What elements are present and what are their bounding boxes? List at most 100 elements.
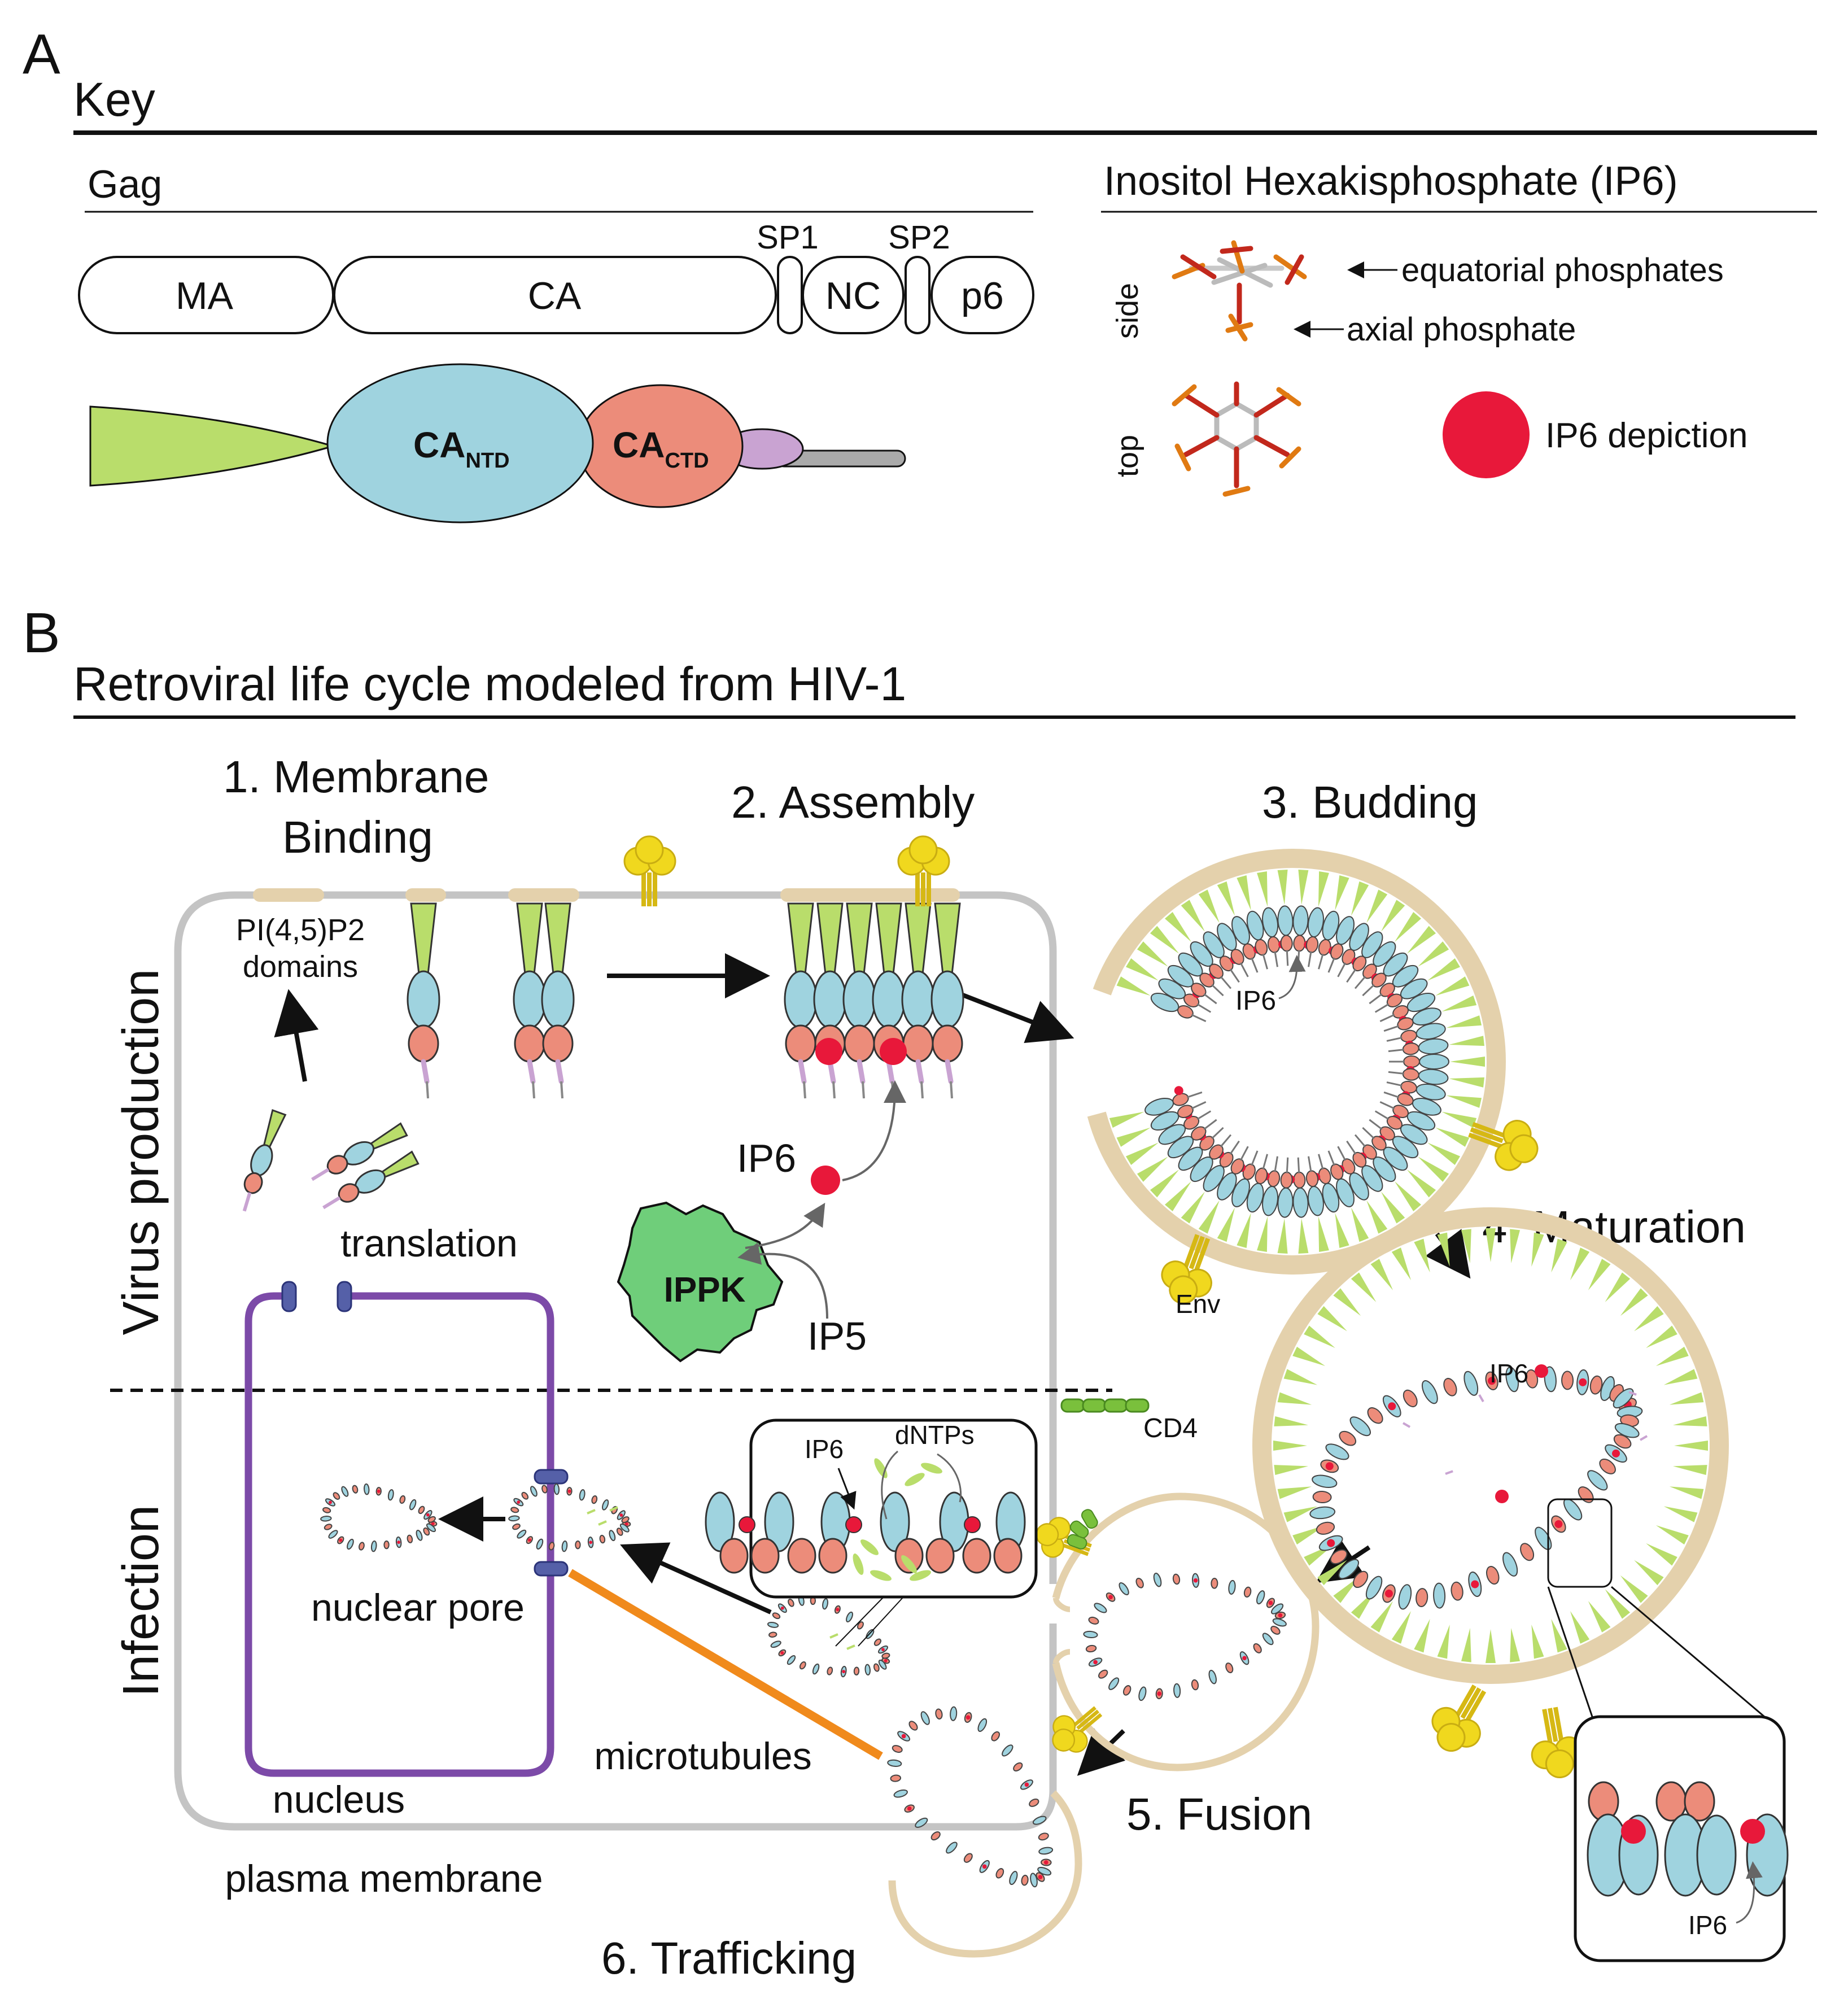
ip6-dot xyxy=(881,1648,885,1652)
ca-ctd-shape xyxy=(1021,1874,1029,1886)
ma-spike xyxy=(1273,1441,1307,1451)
ip6-dot xyxy=(339,1538,343,1542)
ca-ctd-shape xyxy=(514,1024,545,1063)
ca-ntd-shape xyxy=(705,1491,735,1552)
sp1-label: SP1 xyxy=(757,219,819,256)
top-view-label: top xyxy=(1111,435,1144,477)
ca-ntd-shape xyxy=(787,1655,796,1665)
ca-ctd-shape xyxy=(408,1024,439,1063)
ca-ctd-shape xyxy=(1270,1626,1281,1635)
ca-ctd-shape xyxy=(1339,1430,1357,1446)
zoom-connector-2 xyxy=(1611,1586,1765,1718)
ip6-dot xyxy=(589,1540,593,1544)
ca-ctd-shape xyxy=(1402,1042,1419,1055)
dntp xyxy=(870,1570,892,1581)
ca-ctd-shape xyxy=(1305,936,1319,953)
ca-ntd-shape xyxy=(1463,1371,1479,1396)
env-spike xyxy=(1468,1120,1539,1171)
ma-spike xyxy=(1435,976,1470,996)
ca-ctd-label: CACTD xyxy=(613,425,709,473)
sp1-nc-shape xyxy=(1388,1049,1405,1053)
mature-inset-ip6-label: IP6 xyxy=(1688,1910,1727,1940)
ca-ctd-shape xyxy=(512,1523,521,1530)
pip2-label-line2: domains xyxy=(243,950,358,984)
ca-ctd-shape xyxy=(510,1507,519,1513)
ma-spike xyxy=(1406,926,1436,954)
ip6-dot xyxy=(527,1538,531,1542)
ip6-dot xyxy=(377,1489,381,1493)
ca-ctd-shape xyxy=(1122,1685,1131,1696)
capsid-core xyxy=(1309,1366,1643,1610)
ma-spike xyxy=(1274,1416,1309,1426)
ca-ctd-shape xyxy=(1486,1565,1500,1585)
ca-ntd-shape xyxy=(364,1483,370,1495)
ca-ctd-shape xyxy=(1038,1832,1049,1841)
ca-ntd-shape xyxy=(901,970,935,1029)
sp1-nc-shape xyxy=(1369,1119,1383,1131)
ca-ctd-shape xyxy=(768,1631,777,1638)
plasma-membrane-label: plasma membrane xyxy=(225,1857,543,1900)
cd4-label: CD4 xyxy=(1143,1413,1198,1443)
assembling-gag xyxy=(930,902,964,1099)
pip2-label-line1: PI(4,5)P2 xyxy=(236,913,365,947)
ca-ctd-shape xyxy=(1135,1577,1144,1588)
capsid-core xyxy=(320,1483,438,1552)
ca-ntd-shape xyxy=(1338,1559,1360,1579)
ip6-dot xyxy=(1093,1660,1098,1665)
sp1-nc-shape xyxy=(1220,1134,1232,1147)
nc-label: NC xyxy=(825,274,881,317)
sp1-nc-shape xyxy=(1196,1110,1212,1120)
ma-spike xyxy=(1150,926,1179,954)
ca-ctd-shape xyxy=(1225,1662,1234,1673)
ma-spike xyxy=(1317,1306,1347,1332)
ma-spike xyxy=(1449,1077,1484,1088)
sp1-nc-shape xyxy=(1327,1150,1335,1166)
ca-ntd-shape xyxy=(1256,1590,1265,1605)
ma-spike xyxy=(1663,1369,1698,1385)
trafficking-virion xyxy=(887,1706,1082,1958)
step2-to-step3-arrow xyxy=(959,992,1074,1043)
ip6-dot xyxy=(329,1500,332,1504)
sp1-nc-shape xyxy=(1308,1156,1312,1172)
ma-spike xyxy=(1381,900,1405,932)
ca-ntd-shape xyxy=(326,363,594,523)
ca-ctd-shape xyxy=(1172,1573,1181,1585)
cd4-receptor xyxy=(1060,1398,1150,1413)
sp1-nc-shape xyxy=(1374,1003,1390,1013)
sp1-nc-shape xyxy=(1386,1036,1403,1042)
mature-inset-ip6-pointer xyxy=(1736,1861,1763,1924)
step1-title-line1: 1. Membrane xyxy=(223,752,489,802)
ca-ctd-shape xyxy=(785,1024,816,1063)
fusion-to-trafficking-arrow xyxy=(1077,1728,1126,1776)
p6-shape xyxy=(532,1081,535,1099)
ma-spike xyxy=(1335,1212,1349,1249)
ca-ntd-shape xyxy=(977,1718,988,1732)
ca-ctd-shape xyxy=(890,1774,902,1782)
ca-ntd-shape xyxy=(1208,1670,1217,1684)
ca-ctd-shape xyxy=(1443,1378,1457,1397)
ma-spike xyxy=(1370,1259,1393,1290)
fusion-envelope xyxy=(1052,1492,1320,1771)
ca-ntd-shape xyxy=(846,1611,853,1622)
ca-ctd-shape xyxy=(1520,1543,1535,1561)
ip6-dot xyxy=(1174,1086,1183,1096)
ma-spike xyxy=(1570,1247,1590,1281)
sp1-nc-shape xyxy=(1383,1091,1400,1098)
inset-connector-2 xyxy=(858,1596,904,1647)
ca-ctd-shape xyxy=(881,1652,890,1659)
mature-lattice-inset xyxy=(1587,1781,1789,1897)
zoom-connector-1 xyxy=(1547,1586,1593,1717)
ca-ctd-shape xyxy=(962,1538,991,1574)
sp1-nc-shape xyxy=(242,1192,252,1212)
sp1-domain xyxy=(777,256,803,334)
ma-spike xyxy=(1655,1525,1689,1545)
ip6-dot xyxy=(1388,1402,1396,1411)
ma-spike xyxy=(1570,1611,1590,1644)
sp1-nc-shape xyxy=(1346,1140,1357,1155)
sp1-nc-shape xyxy=(798,1059,807,1084)
ma-spike xyxy=(1335,875,1349,911)
ca-ntd-shape xyxy=(513,970,547,1029)
cd4-bound xyxy=(1069,1520,1089,1539)
ma-spike xyxy=(1394,1181,1421,1211)
